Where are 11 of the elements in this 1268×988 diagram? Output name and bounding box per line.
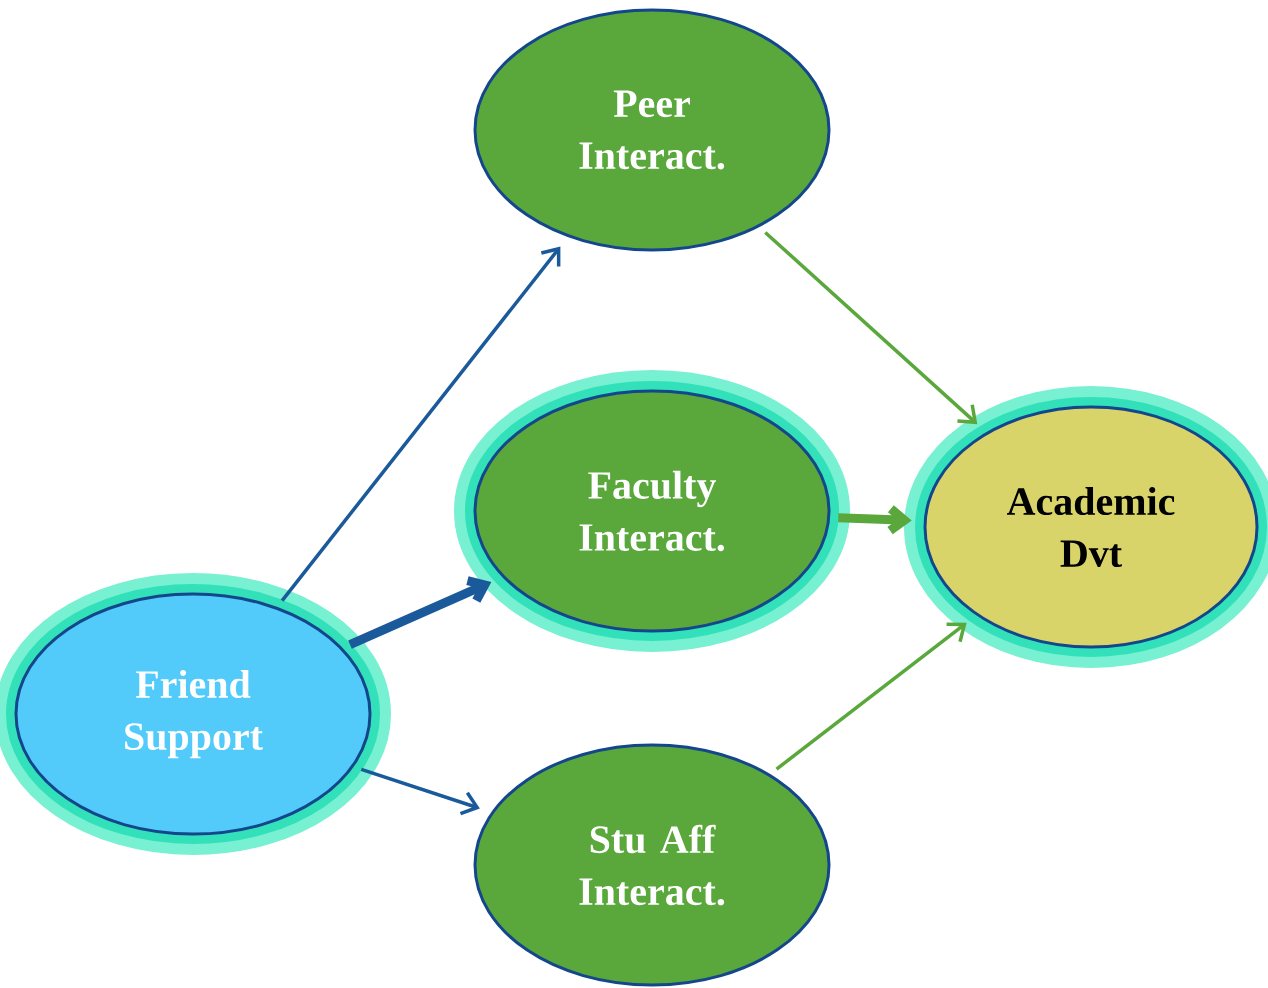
arrow: [280, 246, 561, 602]
arrow: [764, 231, 978, 425]
arrow: [360, 767, 480, 816]
arrow: [838, 505, 912, 535]
ellipse-node: Peer Interact.: [473, 8, 831, 252]
arrow: [348, 576, 492, 649]
ellipse-node: Academic Dvt: [904, 386, 1268, 668]
ellipse-node: Faculty Interact.: [454, 370, 850, 652]
arrow: [775, 622, 967, 771]
ellipse-node: Stu Aff Interact.: [473, 743, 831, 987]
ellipse-node: Friend Support: [0, 573, 391, 855]
